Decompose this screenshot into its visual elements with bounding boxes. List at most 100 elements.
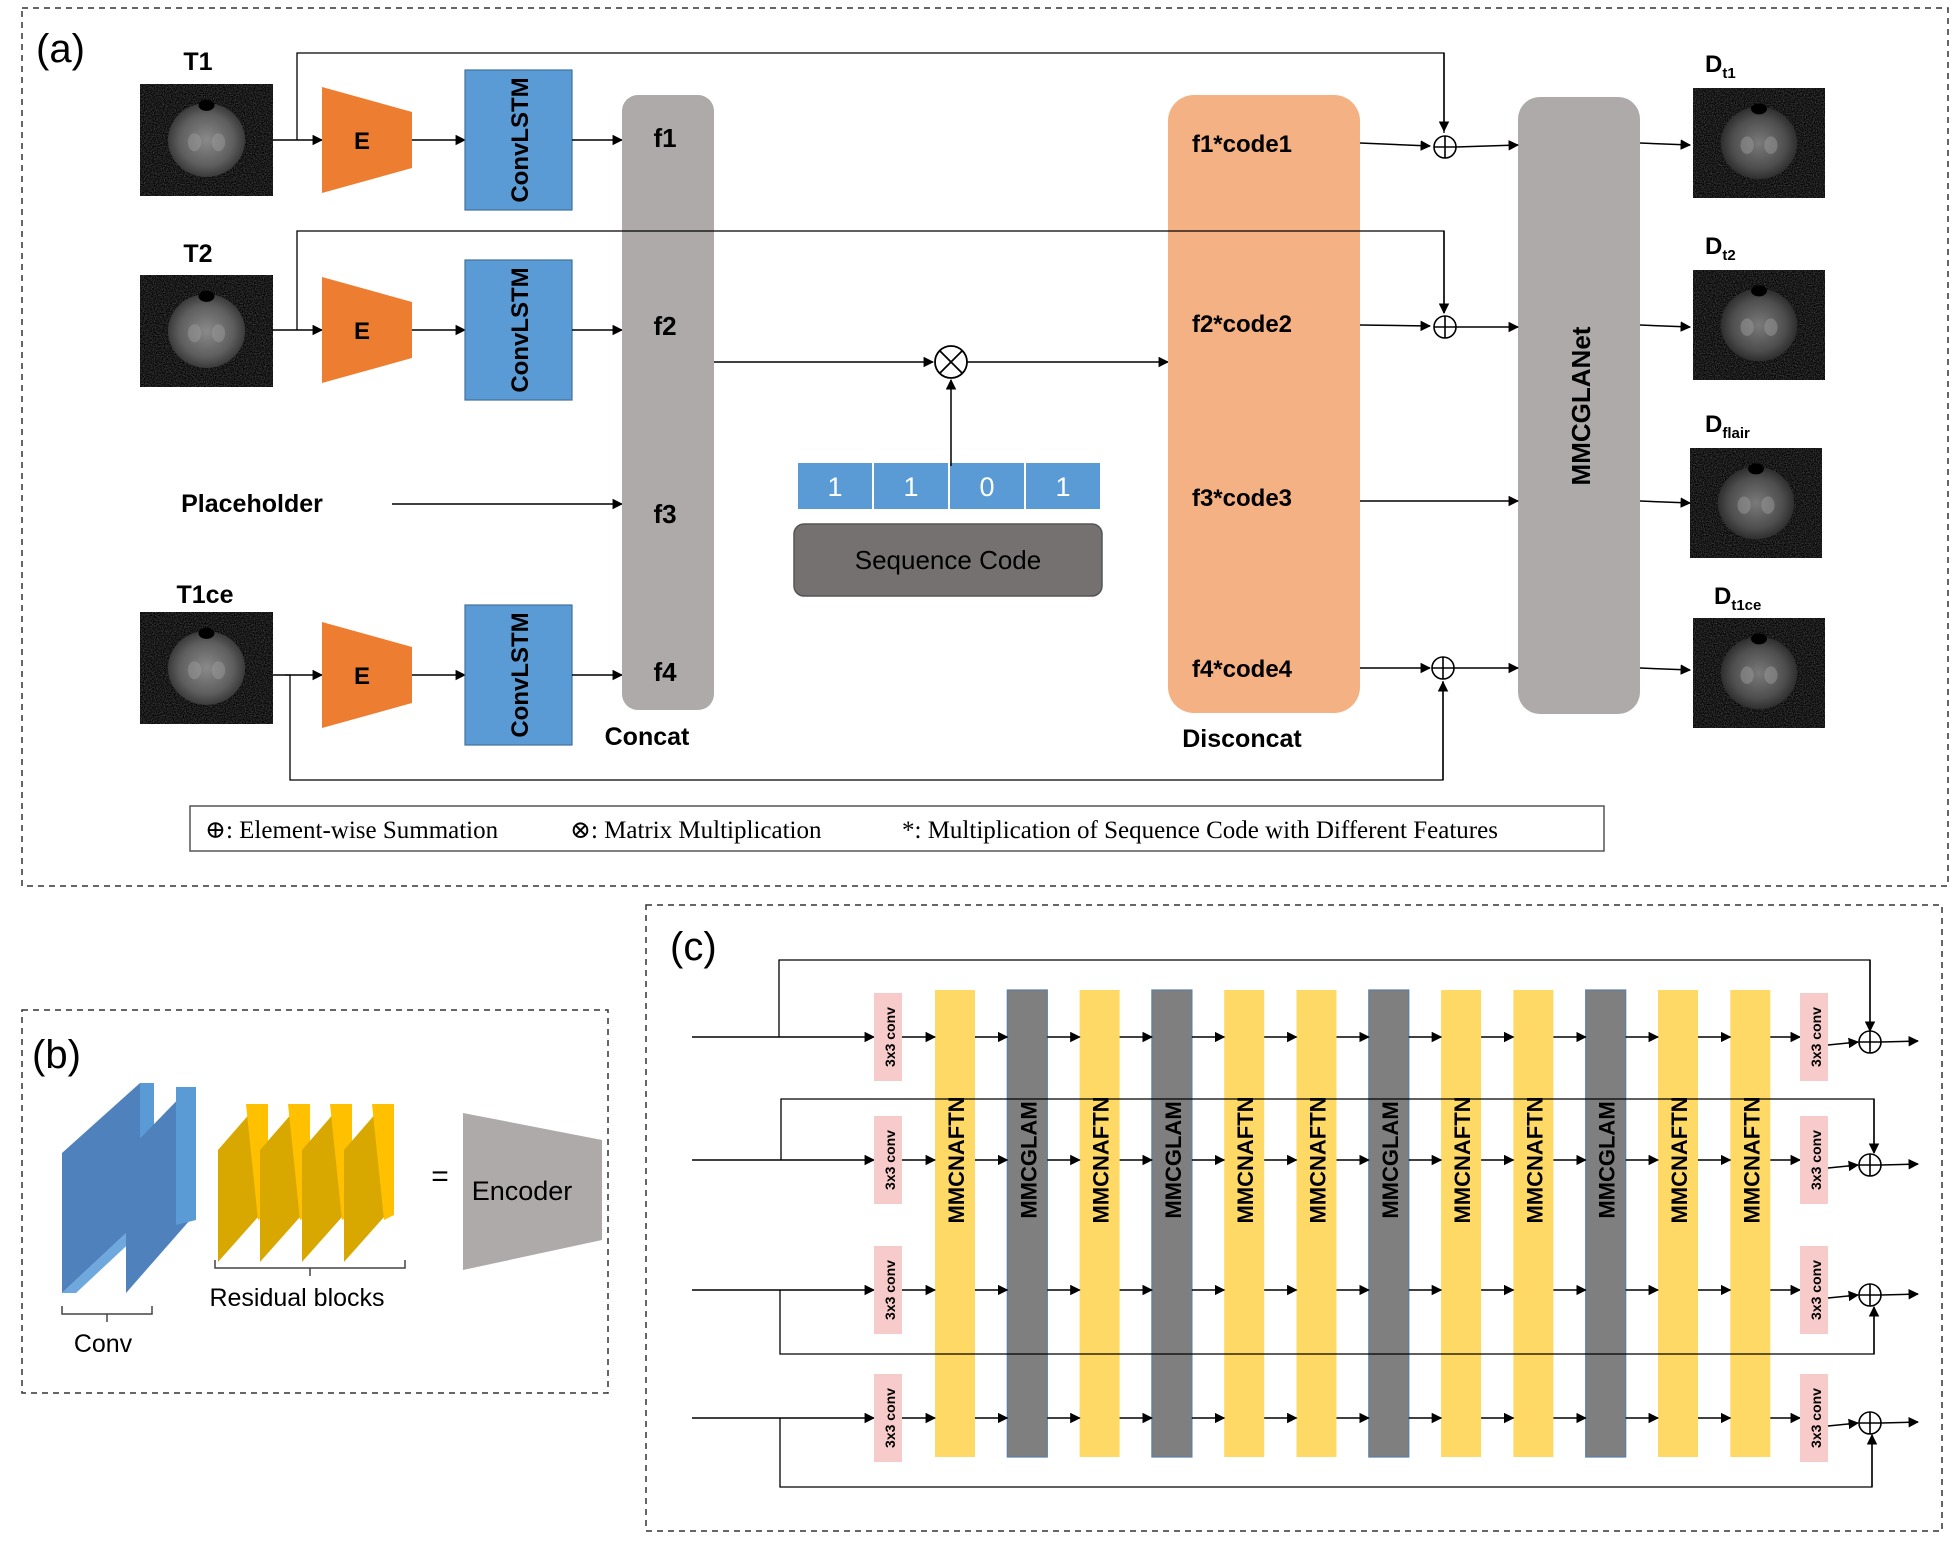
residual-block-0-front — [218, 1104, 258, 1262]
block-label-0: MMCNAFTN — [944, 1096, 969, 1223]
sum-icon-1 — [1433, 135, 1457, 159]
feature-f1: f1 — [653, 123, 676, 153]
left-conv-label-1: 3x3 conv — [882, 1130, 898, 1190]
block-label-4: MMCNAFTN — [1233, 1096, 1258, 1223]
encoder-label-0: E — [354, 128, 370, 155]
right-conv-label-3: 3x3 conv — [1808, 1388, 1824, 1448]
sum-icon-4 — [1431, 656, 1455, 680]
sequence-bit-3 — [1026, 463, 1100, 509]
sum-icon-c-1 — [1858, 1153, 1882, 1177]
coded1-to-sum — [1359, 140, 1432, 151]
right-conv-0 — [1800, 993, 1828, 1081]
residual-block-1-front — [260, 1104, 300, 1262]
left-conv-label-2: 3x3 conv — [882, 1260, 898, 1320]
summation-nodes — [285, 52, 1520, 781]
block-9 — [1585, 989, 1627, 1458]
network-bar — [1518, 97, 1640, 714]
coded-feature-3: f4*code4 — [1192, 656, 1293, 683]
block-label-6: MMCGLAM — [1378, 1101, 1403, 1218]
residual-bracket — [214, 1260, 406, 1269]
residual-block-3-front — [344, 1104, 384, 1262]
output-label-3: Dt1ce — [1714, 583, 1761, 614]
conv-to-sum-arrow — [1827, 1037, 1860, 1049]
sequence-bit-value-2: 0 — [979, 472, 994, 502]
residual-block-3-side — [372, 1104, 394, 1220]
sequence-bit-value-0: 1 — [827, 472, 842, 502]
input-label-3: T1ce — [177, 581, 234, 609]
net-to-output-arrow-0 — [1639, 139, 1692, 150]
sequence-bit-1 — [874, 463, 948, 509]
conv-slab-1-front — [62, 1083, 140, 1293]
conv-to-sum-arrow — [1827, 1418, 1860, 1430]
sequence-bit-0 — [798, 463, 872, 509]
encoder-caption: Encoder — [472, 1176, 573, 1206]
block-label-10: MMCNAFTN — [1667, 1096, 1692, 1223]
block-label-1: MMCGLAM — [1016, 1101, 1041, 1218]
sum1-to-net — [1455, 140, 1520, 151]
block-7 — [1441, 990, 1482, 1457]
input-label-2: Placeholder — [181, 490, 323, 518]
block-label-5: MMCNAFTN — [1306, 1096, 1331, 1223]
right-conv-1 — [1800, 1116, 1828, 1204]
sequence-bit-value-3: 1 — [1055, 472, 1070, 502]
feature-f3: f3 — [653, 499, 676, 529]
legend-star: *: Multiplication of Sequence Code with … — [902, 817, 1498, 844]
coded2-to-sum — [1359, 320, 1432, 332]
net-to-output-arrow-2 — [1639, 497, 1692, 508]
feature-f4: f4 — [653, 657, 677, 687]
block-label-2: MMCNAFTN — [1089, 1096, 1114, 1223]
encoder-label-1: E — [354, 318, 370, 345]
input-label-0: T1 — [183, 48, 212, 76]
convlstm-label-1: ConvLSTM — [507, 267, 534, 392]
coded-feature-0: f1*code1 — [1192, 131, 1292, 158]
sum-output-arrow — [1880, 1036, 1920, 1047]
sum-icon-2 — [1433, 315, 1457, 339]
encoder-block-1 — [322, 277, 412, 383]
block-label-3: MMCGLAM — [1161, 1101, 1186, 1218]
residual-block-2-front — [302, 1104, 342, 1262]
block-3 — [1151, 989, 1193, 1458]
left-conv-2 — [874, 1246, 902, 1334]
convlstm-block-0 — [464, 69, 573, 211]
block-5 — [1296, 990, 1337, 1457]
sequence-code-box — [793, 523, 1103, 597]
disconcat-bar — [1168, 95, 1360, 713]
legend-box — [189, 805, 1605, 852]
coded-feature-2: f3*code3 — [1192, 485, 1292, 512]
right-conv-2 — [1800, 1246, 1828, 1334]
block-11 — [1730, 990, 1771, 1457]
right-conv-label-1: 3x3 conv — [1808, 1130, 1824, 1190]
sum-output-arrow — [1880, 1417, 1920, 1428]
network-label: MMCGLANet — [1566, 326, 1596, 485]
residual-caption: Residual blocks — [209, 1284, 384, 1312]
convlstm-label-0: ConvLSTM — [507, 77, 534, 202]
sum-icon-c-0 — [1858, 1030, 1882, 1054]
output-label-2: Dflair — [1705, 411, 1750, 442]
block-10 — [1658, 990, 1698, 1457]
encoder-block-0 — [322, 87, 412, 193]
conv-bracket — [61, 1306, 153, 1315]
concat-bar — [622, 95, 714, 710]
equals-sign: = — [431, 1160, 449, 1193]
output-mri-0 — [1693, 88, 1825, 198]
block-label-8: MMCNAFTN — [1522, 1096, 1547, 1223]
encoder-block-3 — [322, 622, 412, 728]
sum-icon-c-3 — [1858, 1411, 1882, 1435]
convlstm-label-3: ConvLSTM — [507, 612, 534, 737]
sum-output-arrow — [1880, 1289, 1920, 1300]
conv-caption: Conv — [74, 1330, 133, 1358]
block-label-7: MMCNAFTN — [1450, 1096, 1475, 1223]
right-conv-label-2: 3x3 conv — [1808, 1260, 1824, 1320]
block-2 — [1079, 990, 1120, 1457]
output-label-1: Dt2 — [1705, 233, 1736, 264]
net-to-output-arrow-1 — [1639, 321, 1692, 332]
conv-to-sum-arrow — [1827, 1290, 1860, 1302]
panel-a-frame — [21, 7, 1949, 887]
panel-c-label: (c) — [670, 925, 717, 969]
output-mri-3 — [1693, 618, 1825, 728]
left-conv-1 — [874, 1116, 902, 1204]
